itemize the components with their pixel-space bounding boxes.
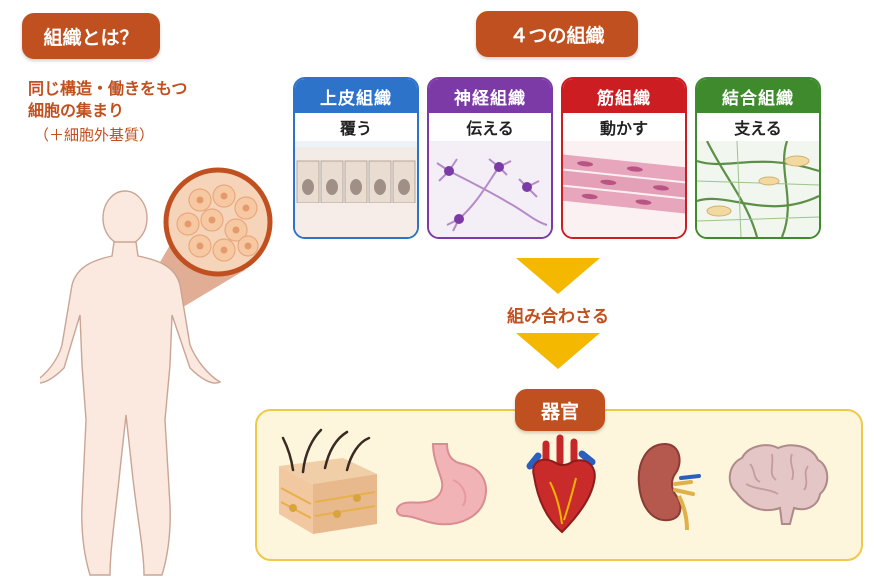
nerve-tissue-icon (429, 141, 551, 237)
tissue-card-epithelial: 上皮組織 覆う (293, 77, 419, 239)
definition-line-2: 細胞の集まり (28, 101, 125, 120)
tissue-card-nerve: 神経組織 伝える (427, 77, 553, 239)
heart-icon (526, 434, 596, 534)
down-arrow-icon (516, 258, 600, 294)
down-arrow-icon (516, 333, 600, 369)
kidney-icon (637, 442, 701, 531)
tissue-function: 動かす (599, 119, 648, 138)
definition-line-1: 同じ構造・働きをもつ (28, 79, 188, 98)
definition-line-3: （＋細胞外基質） (34, 126, 155, 144)
tissue-card-header: 筋組織 (563, 79, 685, 113)
tissue-name: 上皮組織 (320, 88, 392, 109)
organs-title: 器官 (540, 400, 579, 423)
organs-badge: 器官 (515, 389, 605, 431)
brain-icon (728, 444, 829, 525)
tissue-function: 伝える (466, 119, 514, 138)
magnified-cells-circle (163, 167, 273, 277)
muscle-tissue-icon (563, 141, 685, 237)
what-is-tissue-label: 組織とは？ (43, 26, 139, 49)
body-silhouette (40, 190, 222, 576)
tissue-card-header: 神経組織 (429, 79, 551, 113)
combine-label: 組み合わさる (507, 307, 609, 327)
tissue-name: 筋組織 (597, 88, 651, 109)
epithelial-tissue-icon (295, 141, 417, 237)
tissue-definition: 同じ構造・働きをもつ 細胞の集まり （＋細胞外基質） (28, 78, 187, 145)
tissue-function: 覆う (339, 119, 372, 138)
tissue-card-header: 結合組織 (697, 79, 819, 113)
tissue-name: 神経組織 (454, 88, 526, 109)
tissue-name: 結合組織 (722, 88, 794, 109)
tissue-function: 支える (734, 119, 782, 138)
tissue-card-header: 上皮組織 (295, 79, 417, 113)
skin-icon (279, 428, 377, 534)
four-tissues-title: ４つの組織 (509, 24, 605, 47)
what-is-tissue-badge: 組織とは？ (22, 13, 160, 59)
stomach-icon (396, 443, 487, 526)
four-tissues-badge: ４つの組織 (476, 11, 638, 57)
connective-tissue-icon (697, 141, 819, 237)
human-body-figure (40, 167, 273, 576)
tissue-card-connective: 結合組織 支える (695, 77, 821, 239)
tissue-card-muscle: 筋組織 動かす (561, 77, 687, 239)
